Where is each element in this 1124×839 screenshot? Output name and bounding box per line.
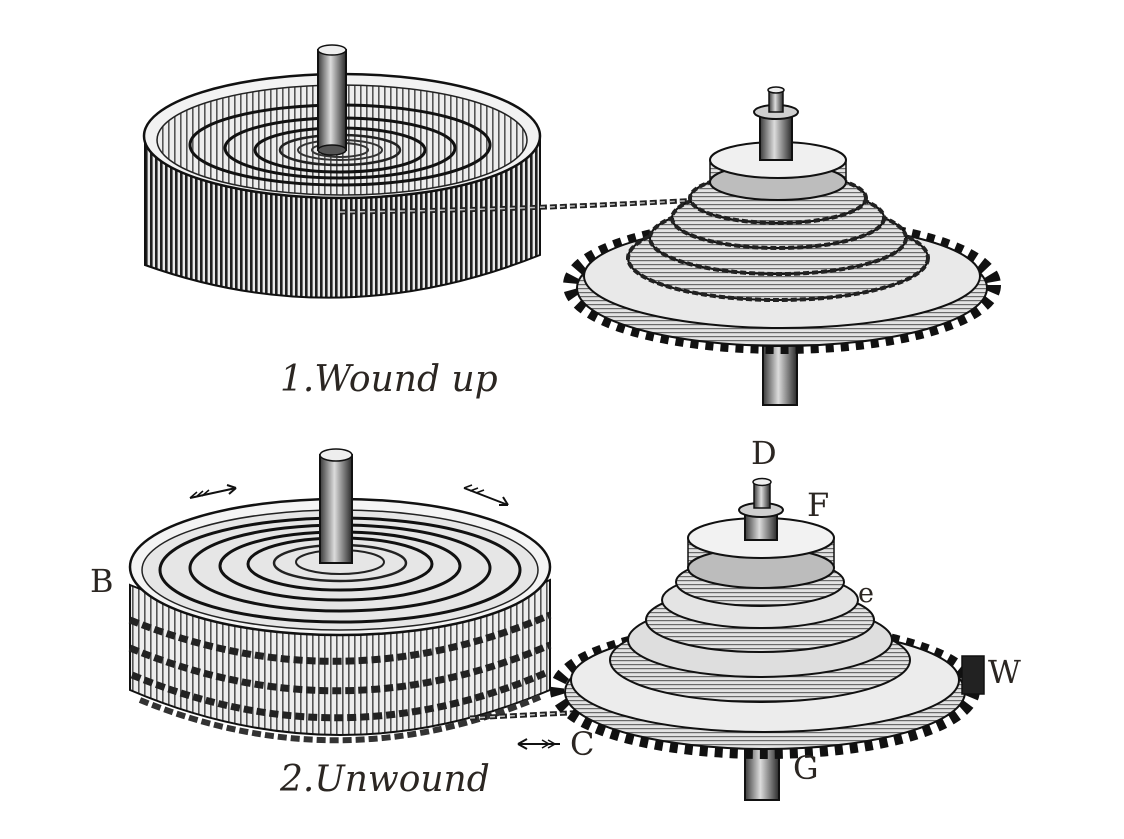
wound-barrel [142,44,542,299]
label-F: F [807,486,830,524]
wound-fusee [563,86,1001,406]
wound-chain [339,197,701,215]
label-W: W [988,653,1021,691]
label-e: e [858,578,874,609]
rotation-arrow-left [189,484,237,499]
unwound-fusee [550,477,985,801]
label-D: D [751,434,777,472]
rotation-arrow-right [463,484,509,506]
label-C: C [570,725,595,763]
caption-unwound: 2.Unwound [280,759,490,800]
unwound-barrel [128,448,552,744]
label-B: B [90,562,114,600]
caption-wound-up: 1.Wound up [280,359,498,400]
chain-direction-arrow [517,738,560,750]
label-G: G [793,749,819,787]
